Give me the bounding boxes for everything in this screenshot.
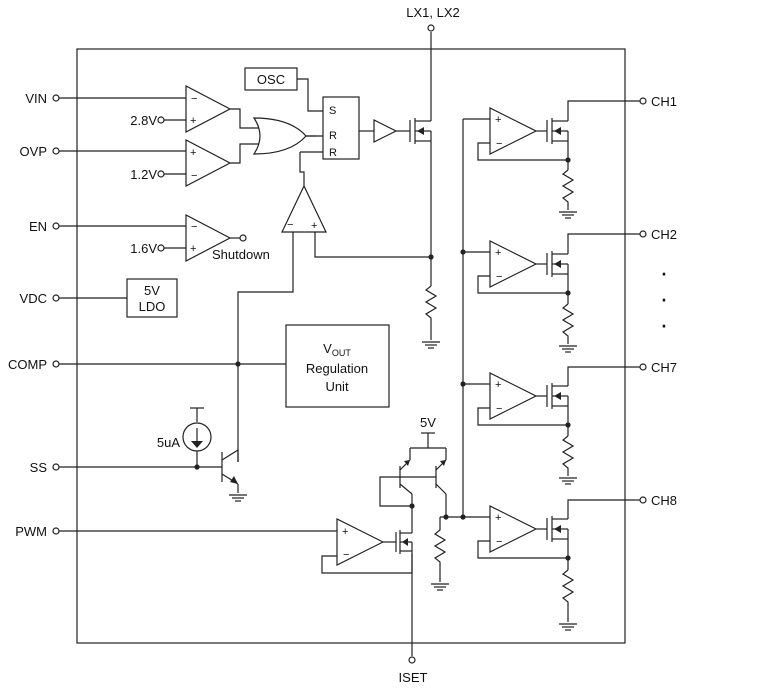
ref-1-6v: 1.6V: [130, 241, 157, 256]
svg-text:LDO: LDO: [139, 299, 166, 314]
svg-text:+: +: [495, 114, 501, 126]
osc-block: OSC: [244, 67, 323, 112]
svg-text:S: S: [329, 105, 336, 117]
main-switch-mosfet: [409, 32, 432, 286]
svg-text:·: ·: [660, 309, 669, 339]
osc-label: OSC: [257, 72, 285, 87]
svg-text:+: +: [190, 115, 196, 127]
pwm-amplifier: + −: [321, 518, 413, 574]
pin-ch7-label: CH7: [651, 360, 677, 375]
svg-text:·: ·: [660, 257, 669, 287]
svg-text:−: −: [496, 403, 502, 415]
pin-ch2-label: CH2: [651, 227, 677, 242]
svg-text:−: −: [496, 271, 502, 283]
ref-1-2v: 1.2V: [130, 167, 157, 182]
pin-lx-label: LX1, LX2: [406, 5, 460, 20]
pin-en-label: EN: [29, 219, 47, 234]
svg-text:+: +: [495, 247, 501, 259]
svg-text:−: −: [287, 219, 293, 231]
pin-ovp-label: OVP: [20, 144, 47, 159]
pin-iset: ISET: [399, 656, 428, 685]
svg-text:+: +: [495, 512, 501, 524]
current-mirror: 5V: [379, 415, 463, 591]
svg-text:Regulation: Regulation: [306, 361, 368, 376]
comparator-en: − + 1.6V Shutdown: [130, 214, 270, 262]
channel-ellipsis: · · ·: [660, 257, 669, 339]
svg-text:+: +: [190, 243, 196, 255]
svg-text:VOUT: VOUT: [323, 341, 351, 358]
svg-text:−: −: [191, 170, 197, 182]
current-source-5ua: 5uA: [157, 407, 212, 470]
ldo-block: 5V LDO: [126, 278, 178, 318]
channel-ch1: + − CH1: [463, 94, 677, 219]
svg-text:+: +: [190, 147, 196, 159]
pin-iset-label: ISET: [399, 670, 428, 685]
svg-text:5V: 5V: [144, 283, 160, 298]
vout-regulation-unit: VOUT Regulation Unit: [285, 324, 390, 408]
pin-vin: VIN: [25, 91, 186, 106]
supply-5v-label: 5V: [420, 415, 436, 430]
pin-vin-label: VIN: [25, 91, 47, 106]
iset-mosfet: [395, 506, 413, 656]
pin-comp: COMP: [8, 357, 286, 372]
pin-ch8-label: CH8: [651, 493, 677, 508]
pin-lx: LX1, LX2: [406, 5, 460, 32]
pin-comp-label: COMP: [8, 357, 47, 372]
pin-vdc-label: VDC: [20, 291, 47, 306]
comparator-ovp: + − 1.2V: [130, 139, 262, 187]
svg-text:−: −: [191, 221, 197, 233]
svg-text:Unit: Unit: [325, 379, 349, 394]
pin-en: EN: [29, 219, 186, 234]
comparator-vin: − + 2.8V: [130, 85, 262, 133]
pin-pwm: PWM: [15, 524, 337, 539]
svg-text:+: +: [311, 220, 317, 232]
ss-discharge-transistor: [221, 449, 248, 502]
svg-text:−: −: [496, 536, 502, 548]
pin-ch1-label: CH1: [651, 94, 677, 109]
current-source-label: 5uA: [157, 435, 180, 450]
pin-vdc: VDC: [20, 291, 127, 306]
svg-text:+: +: [342, 526, 348, 538]
svg-text:−: −: [496, 138, 502, 150]
channel-ch8: + − CH8: [463, 493, 677, 631]
sr-latch: S R R: [300, 96, 374, 160]
gate-driver-buffer: [373, 119, 410, 143]
svg-text:R: R: [329, 130, 337, 142]
pin-ovp: OVP: [20, 144, 186, 159]
svg-text:−: −: [191, 93, 197, 105]
current-sense-amp: − +: [235, 152, 431, 462]
shutdown-label: Shutdown: [212, 247, 270, 262]
svg-text:−: −: [343, 549, 349, 561]
svg-text:+: +: [495, 379, 501, 391]
channel-ch2: + − CH2: [463, 227, 677, 353]
pin-ss-label: SS: [30, 460, 48, 475]
svg-text:·: ·: [660, 283, 669, 313]
svg-text:R: R: [329, 147, 337, 159]
channel-ch7: + − CH7: [463, 360, 677, 485]
pin-pwm-label: PWM: [15, 524, 47, 539]
ref-2-8v: 2.8V: [130, 113, 157, 128]
